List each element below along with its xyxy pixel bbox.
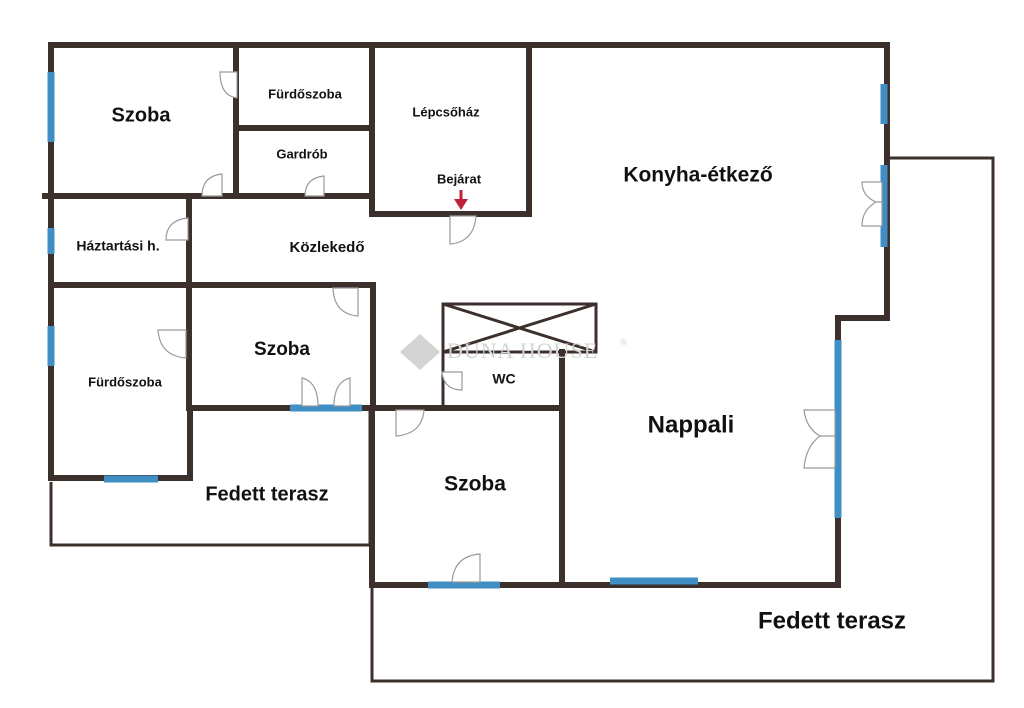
door xyxy=(449,215,477,245)
room-label-furdoszoba-2: Fürdőszoba xyxy=(88,374,162,389)
duna-house-logo-icon xyxy=(400,334,440,370)
room-label-szoba-2: Szoba xyxy=(254,339,310,360)
shaft-cross-2 xyxy=(442,302,597,354)
room-label-furdoszoba-1: Fürdőszoba xyxy=(268,86,342,101)
duna-house-watermark: DUNA HOUSE ® xyxy=(400,334,629,370)
door xyxy=(165,217,189,241)
door xyxy=(332,287,359,317)
door xyxy=(201,173,223,197)
room-label-szoba-3: Szoba xyxy=(444,473,506,496)
shaft-box xyxy=(441,302,598,354)
outer-wall xyxy=(48,42,890,588)
room-label-konyha-etkezo: Konyha-étkező xyxy=(623,164,772,187)
door xyxy=(451,553,481,583)
door xyxy=(301,377,351,407)
door xyxy=(803,409,836,469)
door xyxy=(304,175,325,197)
door xyxy=(441,371,463,391)
room-labels: Szoba Fürdőszoba Gardrób Lépcsőház Bejár… xyxy=(76,86,906,634)
room-label-szoba-1: Szoba xyxy=(112,104,172,126)
watermark-registered: ® xyxy=(620,337,629,348)
door xyxy=(157,329,187,359)
walls xyxy=(42,42,890,588)
door xyxy=(219,71,238,99)
shaft xyxy=(441,302,598,354)
doors xyxy=(157,71,883,583)
room-label-gardrob: Gardrób xyxy=(276,146,327,161)
room-label-fedett-terasz-1: Fedett terasz xyxy=(205,483,328,505)
watermark-text: DUNA HOUSE xyxy=(447,338,598,363)
room-label-wc: WC xyxy=(492,371,515,387)
door xyxy=(395,409,425,437)
room-label-fedett-terasz-2: Fedett terasz xyxy=(758,607,906,634)
room-label-lepcsohaz: Lépcsőház xyxy=(412,104,480,119)
wall-stairwell xyxy=(369,42,532,217)
room-label-haztartasi: Háztartási h. xyxy=(76,238,159,254)
door xyxy=(861,181,883,227)
right-terrace-outline xyxy=(370,156,995,683)
entrance-arrow-icon xyxy=(454,190,468,210)
windows xyxy=(47,72,888,589)
room-label-bejarat: Bejárat xyxy=(437,171,482,186)
room-label-kozlekedo: Közlekedő xyxy=(289,239,364,256)
room-label-nappali: Nappali xyxy=(648,411,735,438)
